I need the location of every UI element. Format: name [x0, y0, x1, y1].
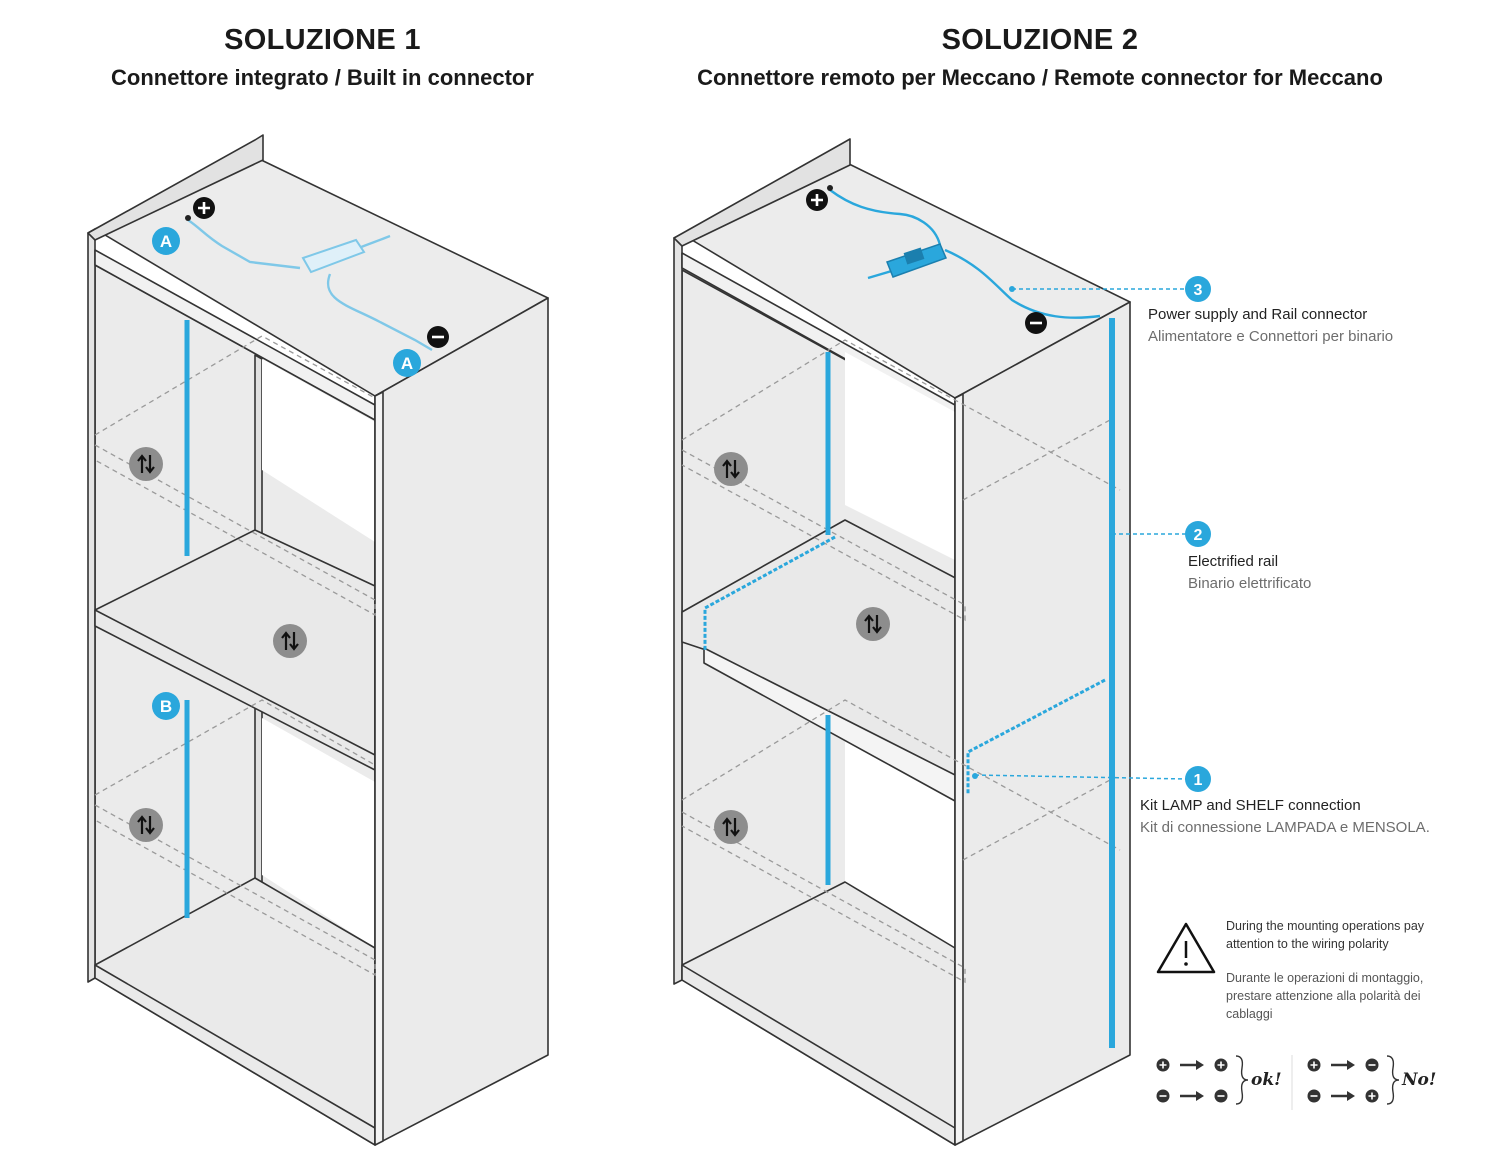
- solution-2-heading: SOLUZIONE 2 Connettore remoto per Meccan…: [615, 24, 1465, 91]
- cabinet-2: [673, 138, 1131, 1146]
- adjust-height-icon: [127, 806, 165, 844]
- badge-a-bottom: A: [393, 349, 421, 377]
- adjust-height-icon: [712, 450, 750, 488]
- cabinet-2-back-lip: [673, 138, 851, 247]
- svg-text:A: A: [160, 232, 172, 251]
- cabinet-1-power-supply: [301, 238, 366, 274]
- callout-2-en: Electrified rail: [1188, 553, 1279, 570]
- adjust-height-icon: [271, 622, 309, 660]
- cabinet-2-right-side: [954, 301, 1131, 1146]
- svg-text:A: A: [401, 354, 413, 373]
- callout-1-en: Kit LAMP and SHELF connection: [1140, 797, 1361, 814]
- callout-2-badge: 2: [1185, 521, 1211, 547]
- badge-b: B: [152, 692, 180, 720]
- positive-pole-icon: [804, 187, 830, 213]
- callout-leaders: [974, 288, 1187, 780]
- cabinet-1-lower-opening: [262, 718, 375, 948]
- solution-2-title: SOLUZIONE 2: [941, 24, 1139, 56]
- svg-text:1: 1: [1194, 772, 1203, 789]
- cabinet-1-dashed-shelves: [94, 335, 376, 977]
- negative-pole-icon: [1023, 310, 1049, 336]
- warning-text-it: Durante le operazioni di montaggio, pres…: [1226, 971, 1424, 1021]
- callout-3-text: Power supply and Rail connector Alimenta…: [1148, 304, 1393, 348]
- svg-text:2: 2: [1194, 527, 1203, 544]
- callout-1-text: Kit LAMP and SHELF connection Kit di con…: [1140, 795, 1430, 839]
- callout-1-it: Kit di connessione LAMPADA e MENSOLA.: [1140, 819, 1430, 836]
- svg-text:3: 3: [1194, 282, 1203, 299]
- cabinet-2-right-side-edge: [954, 393, 964, 1146]
- polarity-ok-label: ok!: [1251, 1070, 1282, 1090]
- warning-icon: [1156, 922, 1216, 974]
- positive-pole-icon: [191, 195, 217, 221]
- svg-text:B: B: [160, 697, 172, 716]
- cabinet-2-upper-opening: [845, 352, 955, 560]
- cabinet-1-back-lip: [87, 134, 264, 241]
- warning-text-en: During the mounting operations pay atten…: [1226, 919, 1425, 951]
- solution-2-subtitle: Connettore remoto per Meccano / Remote c…: [697, 65, 1383, 90]
- cabinet-1: [87, 134, 549, 1146]
- callout-3-en: Power supply and Rail connector: [1148, 306, 1368, 323]
- adjust-height-icon: [712, 808, 750, 846]
- callout-2-it: Binario elettrificato: [1188, 575, 1312, 592]
- cabinet-1-upper-opening: [262, 359, 375, 542]
- cabinet-1-left-side: [87, 228, 96, 983]
- cabinet-1-right-side-edge: [374, 391, 384, 1146]
- negative-pole-icon: [425, 324, 451, 350]
- warning-text: During the mounting operations pay atten…: [1226, 917, 1441, 1023]
- solution-1-title: SOLUZIONE 1: [224, 24, 421, 56]
- callout-3-badge: 3: [1185, 276, 1211, 302]
- polarity-no-label: No!: [1402, 1070, 1437, 1090]
- callout-3-it: Alimentatore e Connettori per binario: [1148, 328, 1394, 345]
- callout-1-badge: 1: [1185, 766, 1211, 792]
- solution-1-heading: SOLUZIONE 1 Connettore integrato / Built…: [40, 24, 605, 91]
- cabinet-2-shelf-wiring: [703, 535, 1106, 795]
- cabinet-1-right-side: [374, 297, 549, 1146]
- polarity-correct: [1155, 1055, 1249, 1105]
- cabinet-2-power-supply: [886, 243, 948, 278]
- callout-2-text: Electrified rail Binario elettrificato: [1188, 551, 1311, 595]
- cabinet-2-left-side: [673, 233, 683, 985]
- adjust-height-icon: [127, 445, 165, 483]
- solution-1-subtitle: Connettore integrato / Built in connecto…: [111, 65, 534, 90]
- adjust-height-icon: [854, 605, 892, 643]
- badge-a-top: A: [152, 227, 180, 255]
- polarity-wrong: [1306, 1055, 1400, 1105]
